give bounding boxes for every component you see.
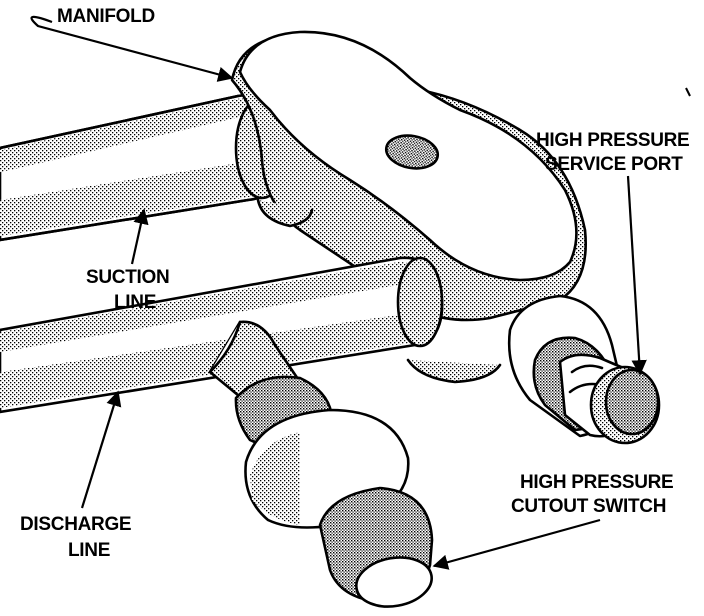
leader-hp-service-port: [626, 175, 647, 376]
label-suction-line-2: LINE: [114, 292, 156, 313]
manifold-body: [230, 30, 587, 384]
stray-mark: [685, 87, 691, 97]
label-hp-service-port-1: HIGH PRESSURE: [536, 130, 689, 151]
label-manifold: MANIFOLD: [57, 6, 155, 27]
label-discharge-line-2: LINE: [68, 540, 110, 561]
label-suction-line-1: SUCTION: [86, 267, 169, 288]
hp-service-port: [507, 294, 661, 445]
label-discharge-line-1: DISCHARGE: [20, 514, 131, 535]
label-hp-cutout-switch-1: HIGH PRESSURE: [520, 472, 673, 493]
label-hp-cutout-switch-2: CUTOUT SWITCH: [511, 496, 666, 517]
suction-line-tube: [0, 93, 290, 242]
discharge-line-tube: [0, 256, 444, 414]
leader-discharge-line: [80, 390, 122, 509]
leader-suction-line: [130, 208, 149, 265]
hp-cutout-switch: [208, 320, 434, 608]
leader-hp-cutout-switch: [432, 518, 601, 570]
leader-manifold: [30, 15, 234, 82]
label-hp-service-port-2: SERVICE PORT: [545, 154, 683, 175]
